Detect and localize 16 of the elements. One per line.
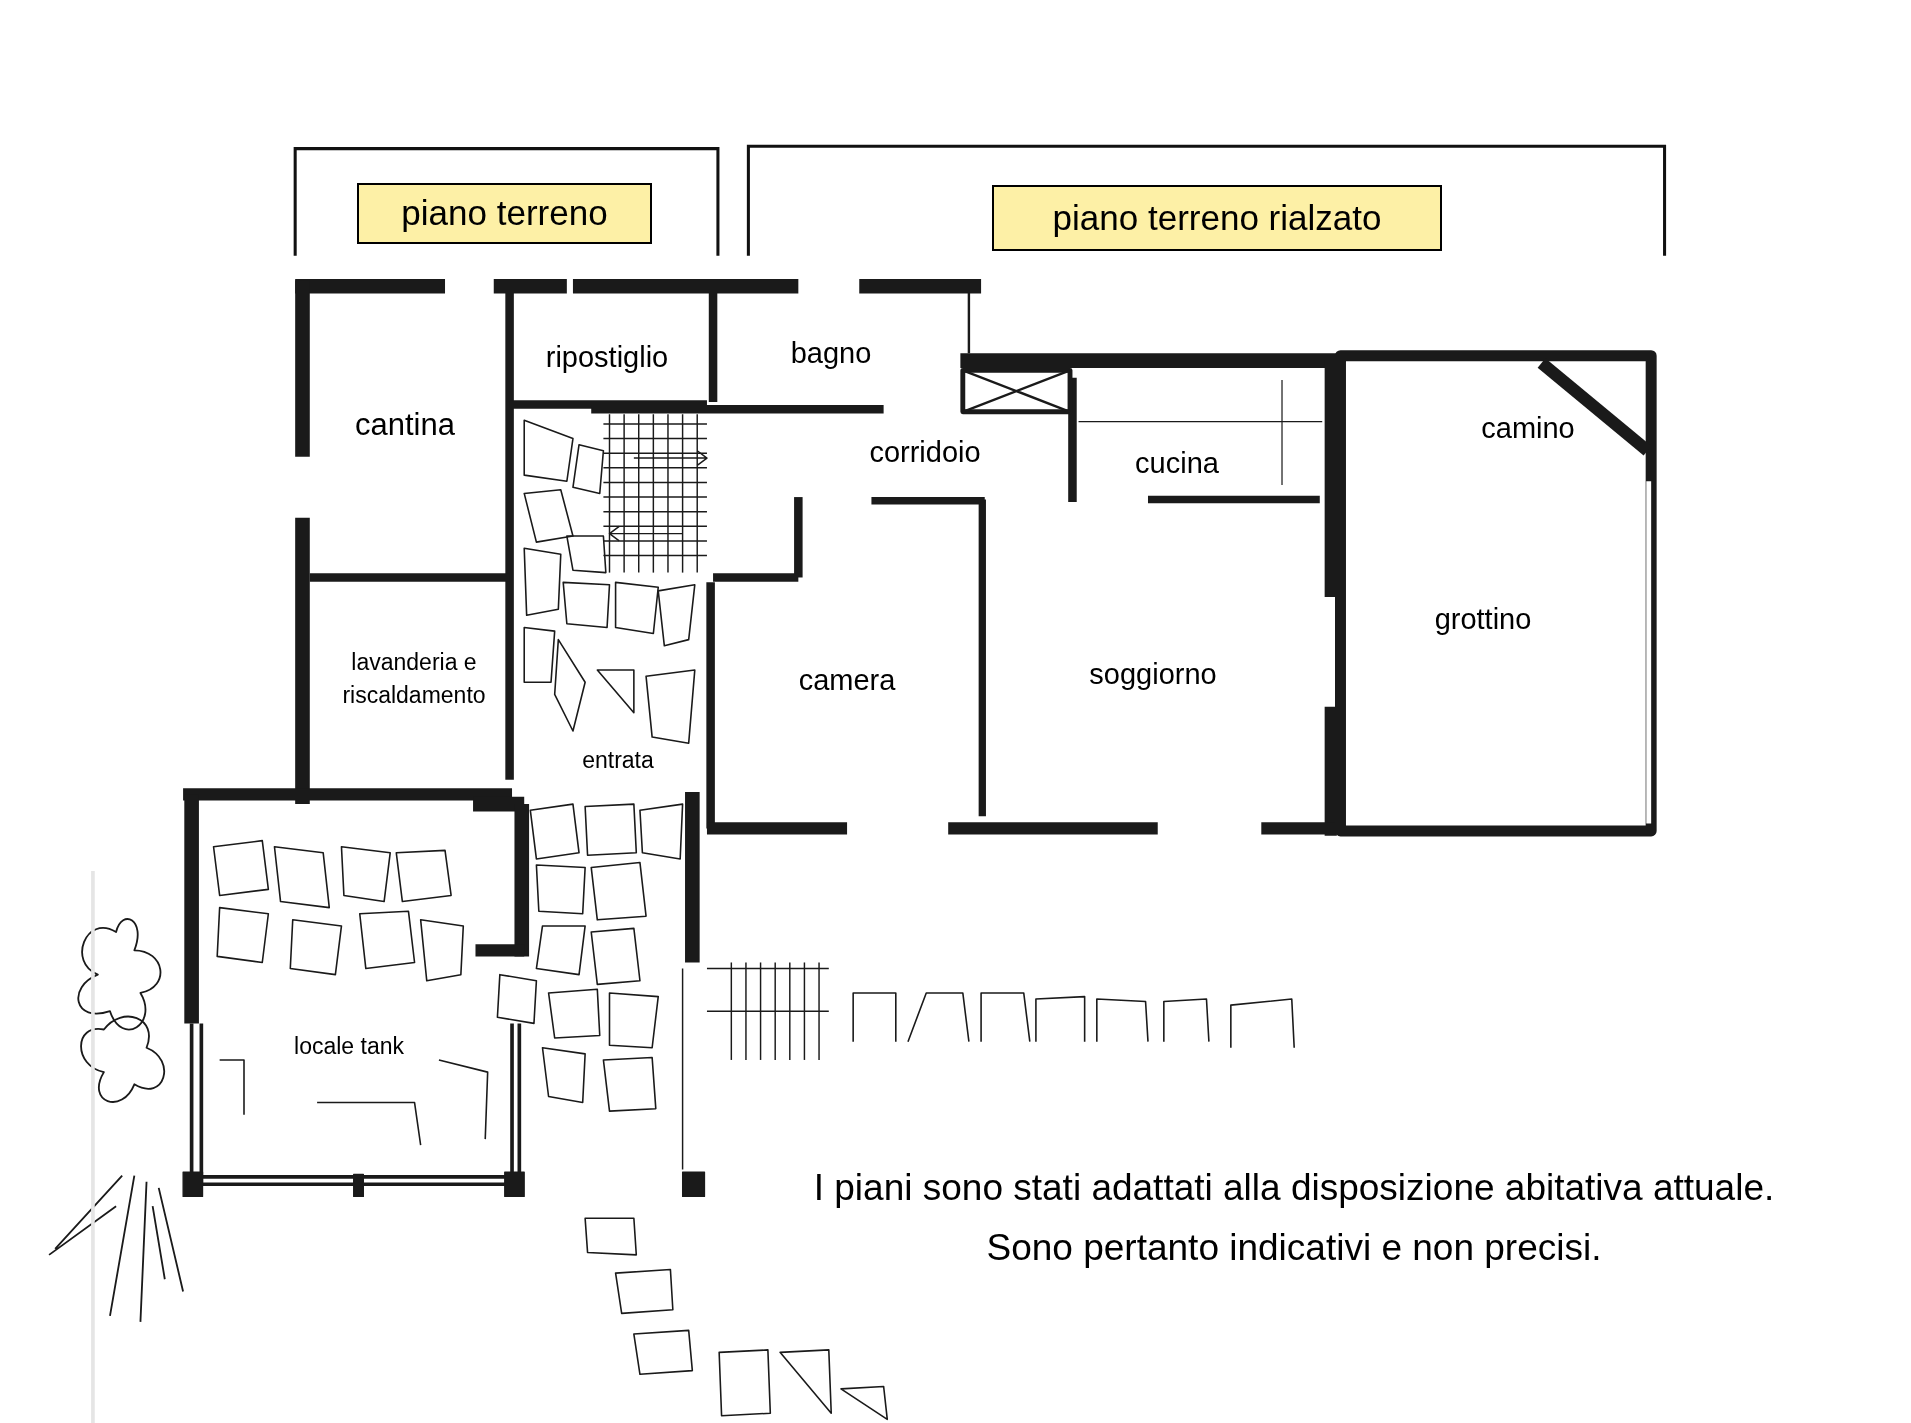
- room-label: locale tank: [294, 1032, 404, 1062]
- room-label: camino: [1481, 411, 1575, 446]
- floor-title-box: piano terreno: [357, 183, 652, 244]
- room-label: camera: [798, 663, 896, 698]
- room-label: cucina: [1135, 446, 1219, 481]
- room-label: grottino: [1434, 602, 1532, 637]
- room-label: ripostiglio: [545, 340, 669, 375]
- room-label: cantina: [355, 405, 455, 444]
- note-text: Sono pertanto indicativi e non precisi.: [986, 1226, 1602, 1271]
- note-text: I piani sono stati adattati alla disposizione abitativa attuale.: [813, 1166, 1775, 1211]
- room-label: bagno: [790, 336, 872, 371]
- floor-title-box: piano terreno rialzato: [992, 185, 1442, 251]
- room-label: lavanderia e riscaldamento: [341, 647, 487, 710]
- room-label: corridoio: [869, 435, 981, 470]
- room-label: soggiorno: [1089, 657, 1217, 692]
- room-label: entrata: [582, 746, 654, 776]
